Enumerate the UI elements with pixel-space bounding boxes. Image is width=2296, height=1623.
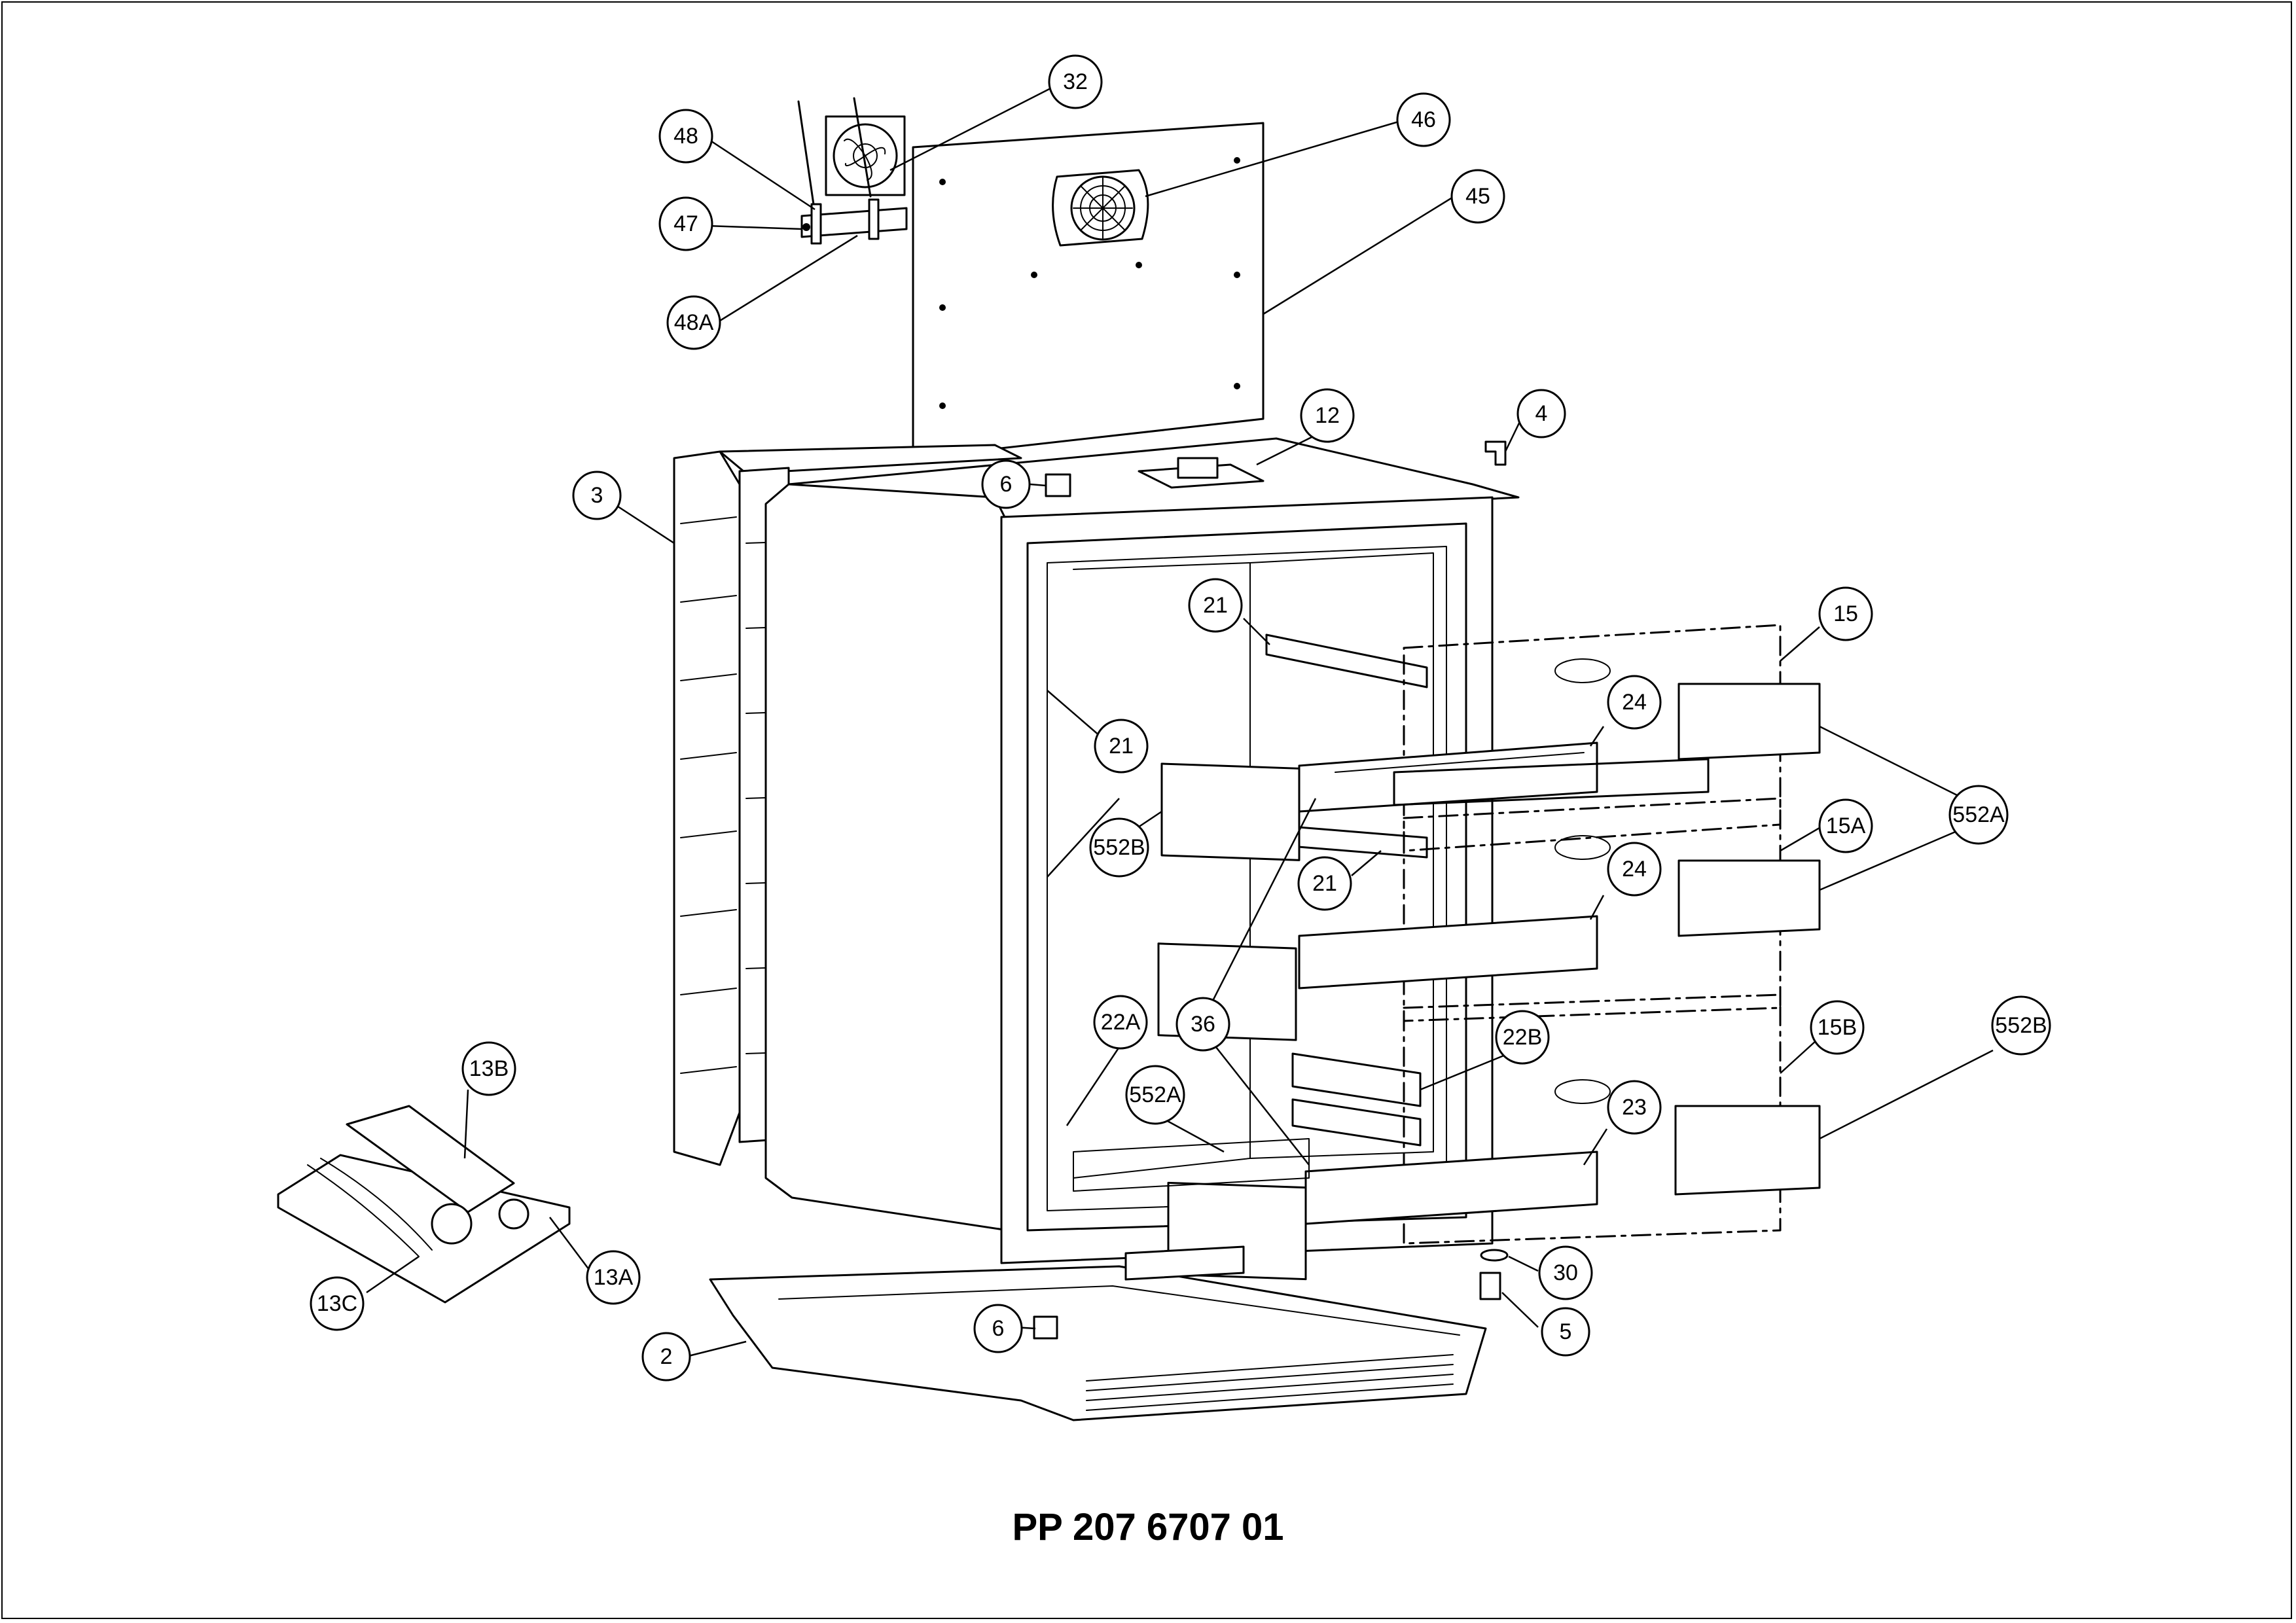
back-panel xyxy=(912,122,1265,459)
callout-label: 15A xyxy=(1826,813,1866,838)
callout-label: 32 xyxy=(1063,69,1088,94)
callout-45: 45 xyxy=(1450,169,1505,224)
document-number: PP 207 6707 01 xyxy=(1012,1506,1284,1548)
callout-48a: 48A xyxy=(666,295,721,350)
callout-22b: 22B xyxy=(1495,1010,1550,1065)
callout-label: 6 xyxy=(1000,472,1013,497)
small-parts xyxy=(1033,440,1509,1340)
condenser-fins xyxy=(680,516,737,1074)
leader-lines xyxy=(366,84,1994,1357)
callout-32: 32 xyxy=(1048,54,1103,109)
callout-label: 552A xyxy=(1952,802,2005,827)
callout-47: 47 xyxy=(658,196,713,251)
callout-24-middle: 24 xyxy=(1607,842,1662,897)
callout-5: 5 xyxy=(1541,1307,1590,1357)
callout-13a: 13A xyxy=(586,1250,641,1305)
callout-13b: 13B xyxy=(461,1041,516,1096)
callout-22a: 22A xyxy=(1093,995,1148,1050)
small-fan-assembly xyxy=(797,97,908,245)
callout-24-upper: 24 xyxy=(1607,675,1662,730)
callout-label: 552A xyxy=(1129,1082,1181,1107)
callout-label: 3 xyxy=(591,483,603,508)
callout-21-middle: 21 xyxy=(1297,856,1352,911)
callout-label: 552B xyxy=(1995,1013,2047,1038)
callout-label: 12 xyxy=(1315,403,1340,428)
callout-36: 36 xyxy=(1175,997,1230,1052)
callout-21-left: 21 xyxy=(1094,719,1149,774)
callout-label: 30 xyxy=(1553,1260,1578,1285)
callout-13c: 13C xyxy=(310,1276,365,1331)
callout-552a-lower: 552A xyxy=(1125,1065,1185,1125)
callout-label: 13C xyxy=(317,1291,357,1316)
callout-label: 45 xyxy=(1465,184,1490,209)
callout-21-top: 21 xyxy=(1188,578,1243,633)
callout-label: 21 xyxy=(1109,734,1134,758)
callout-label: 13A xyxy=(594,1265,634,1290)
callout-label: 21 xyxy=(1203,593,1228,618)
callout-label: 5 xyxy=(1560,1319,1572,1344)
callout-552b-lower: 552B xyxy=(1991,995,2051,1056)
callout-552b-upper: 552B xyxy=(1089,817,1149,878)
callout-label: 4 xyxy=(1535,401,1548,426)
callout-15a: 15A xyxy=(1818,798,1873,853)
callout-label: 23 xyxy=(1622,1095,1647,1120)
callout-3: 3 xyxy=(572,471,622,520)
callout-label: 2 xyxy=(660,1344,673,1369)
controller-assembly xyxy=(277,1105,571,1304)
callout-label: 48A xyxy=(674,310,714,335)
callout-label: 22B xyxy=(1503,1025,1543,1050)
callout-label: 24 xyxy=(1622,857,1647,882)
callout-15: 15 xyxy=(1818,586,1873,641)
callout-label: 22A xyxy=(1101,1010,1141,1035)
callout-label: 552B xyxy=(1093,835,1145,860)
callout-15b: 15B xyxy=(1810,1000,1865,1055)
callout-label: 15 xyxy=(1833,601,1858,626)
panel-fan xyxy=(1052,169,1149,247)
callout-label: 48 xyxy=(673,124,698,149)
callout-46: 46 xyxy=(1396,92,1451,147)
callout-label: 47 xyxy=(673,211,698,236)
callout-6-top: 6 xyxy=(981,459,1031,509)
callout-48: 48 xyxy=(658,109,713,164)
callout-label: 36 xyxy=(1191,1012,1215,1037)
callout-label: 13B xyxy=(469,1056,509,1081)
base xyxy=(709,1245,1487,1421)
callout-552a-upper: 552A xyxy=(1948,785,2009,845)
callout-label: 46 xyxy=(1411,107,1436,132)
callout-label: 6 xyxy=(992,1316,1005,1341)
callout-30: 30 xyxy=(1538,1245,1593,1300)
callout-label: 21 xyxy=(1312,871,1337,896)
drawer-upper xyxy=(1160,624,1821,861)
callout-12: 12 xyxy=(1300,388,1355,443)
callout-label: 24 xyxy=(1622,690,1647,715)
slide-rails xyxy=(1265,633,1428,1147)
callout-6-base: 6 xyxy=(973,1304,1023,1353)
base-grille xyxy=(1086,1354,1454,1411)
panel-screws xyxy=(939,157,1240,409)
callout-label: 15B xyxy=(1818,1015,1857,1040)
callout-4: 4 xyxy=(1516,389,1566,438)
callout-23: 23 xyxy=(1607,1080,1662,1135)
callout-2: 2 xyxy=(641,1332,691,1382)
